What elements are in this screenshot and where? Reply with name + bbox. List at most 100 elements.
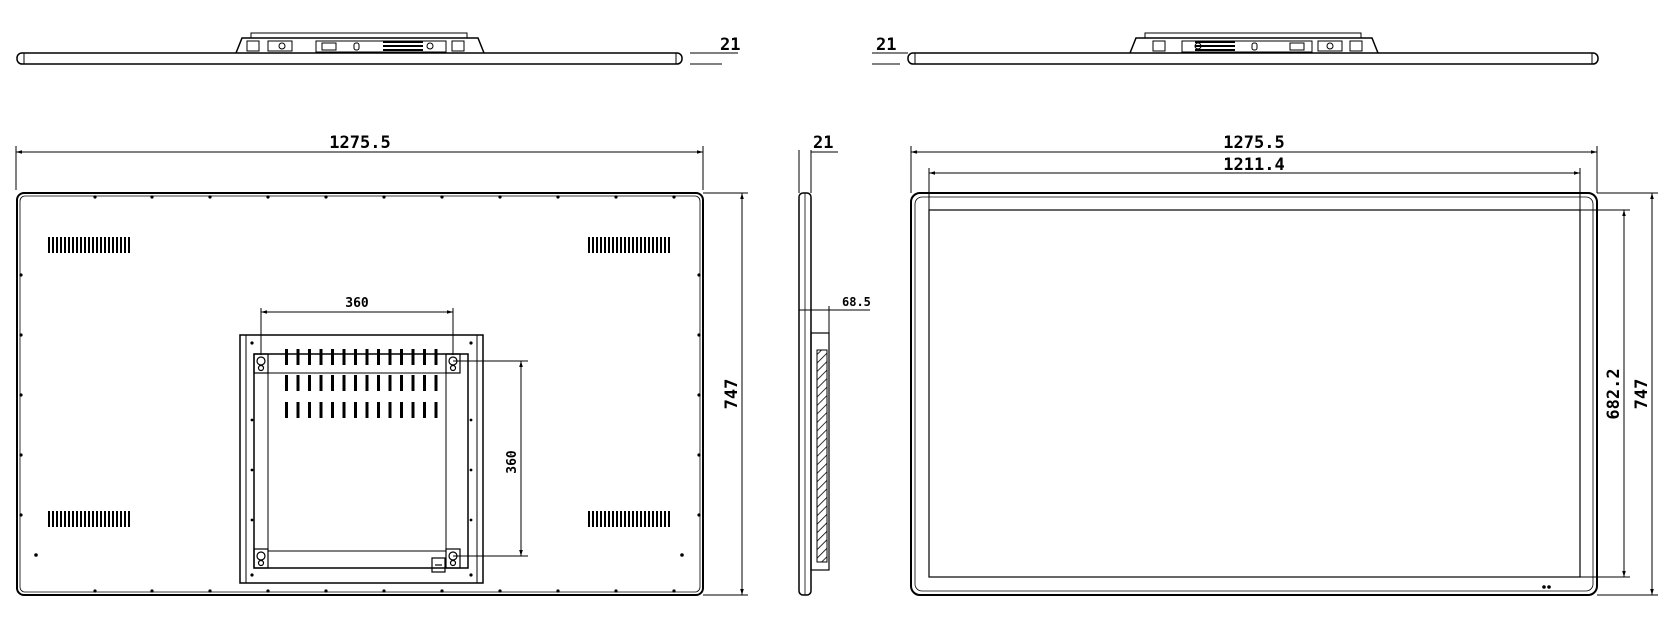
vent-slot: [624, 237, 626, 253]
vent-slot: [588, 237, 590, 253]
vent-slot: [124, 511, 126, 527]
vent-slot: [64, 237, 66, 253]
depth-label-top-right: 21: [876, 35, 896, 55]
vesa-slot: [377, 349, 380, 365]
vent-slot: [664, 511, 666, 527]
front-view: 1275.5 1211.4 682.2 747: [910, 133, 1658, 596]
vent-slot: [84, 237, 86, 253]
vesa-slot: [388, 402, 392, 418]
vent-slot: [56, 511, 58, 527]
vent-slot: [632, 237, 634, 253]
rear-width-label: 1275.5: [329, 133, 390, 153]
vent-slot: [104, 511, 106, 527]
vent-slot: [636, 511, 638, 527]
vent-slot: [668, 237, 670, 253]
vesa-h-label: 360: [345, 296, 369, 311]
side-view-hatch: [816, 349, 828, 563]
vesa-slot: [331, 375, 334, 391]
top-view-right-ports: [1152, 40, 1363, 53]
vent-slot: [88, 237, 90, 253]
vesa-slot: [354, 402, 357, 418]
vent-slot: [68, 237, 70, 253]
vent-slot: [112, 511, 114, 527]
vent-slot: [628, 237, 630, 253]
rear-height-label: 747: [722, 379, 742, 410]
vent-slot: [620, 237, 622, 253]
vent-slot: [636, 237, 638, 253]
vent-slot: [48, 237, 50, 253]
vent-slot: [604, 511, 606, 527]
side-view-bracket: [810, 332, 830, 571]
vesa-slot: [354, 349, 357, 365]
vent-slot: [588, 511, 590, 527]
vent-slot: [92, 511, 94, 527]
vent-slot: [592, 511, 594, 527]
vesa-slot: [377, 402, 380, 418]
vent-slot: [80, 237, 82, 253]
vesa-slot: [365, 402, 369, 418]
vesa-slot: [434, 375, 438, 391]
vesa-slot: [411, 375, 415, 391]
vent-slot: [644, 511, 646, 527]
vent-slot: [116, 511, 118, 527]
vent-slot: [116, 237, 118, 253]
vent-slot: [656, 511, 658, 527]
vesa-slot: [423, 349, 426, 365]
vent-slot: [100, 511, 102, 527]
vent-slot: [72, 237, 74, 253]
vent-slot: [600, 511, 602, 527]
vent-slot: [656, 237, 658, 253]
vent-slot: [96, 237, 98, 253]
vent-slot: [52, 511, 54, 527]
vesa-slot: [365, 349, 369, 365]
rear-vent-top-right: [588, 237, 670, 253]
vesa-plate-slots: [285, 349, 438, 418]
vesa-slot: [296, 402, 300, 418]
side-depth-label: 21: [813, 133, 833, 153]
vent-slot: [48, 511, 50, 527]
vesa-slot: [308, 402, 311, 418]
vesa-slot: [331, 349, 334, 365]
vent-slot: [100, 237, 102, 253]
vent-slot: [644, 237, 646, 253]
side-offset-label: 68.5: [842, 295, 871, 309]
vent-slot: [64, 511, 66, 527]
vent-slot: [652, 511, 654, 527]
vent-slot: [592, 237, 594, 253]
vent-slot: [80, 511, 82, 527]
vent-slot: [108, 237, 110, 253]
vent-slot: [648, 237, 650, 253]
vent-slot: [608, 237, 610, 253]
vent-slot: [624, 511, 626, 527]
top-view-left-ports: [246, 40, 465, 53]
vesa-slot: [285, 402, 288, 418]
vesa-slot: [377, 375, 380, 391]
vent-slot: [72, 511, 74, 527]
vesa-slot: [308, 375, 311, 391]
vent-slot: [108, 511, 110, 527]
vesa-slot: [354, 375, 357, 391]
vent-slot: [120, 511, 122, 527]
vent-slot: [600, 237, 602, 253]
vesa-slot: [342, 375, 346, 391]
vesa-v-label: 360: [505, 450, 520, 474]
vesa-slot: [400, 349, 403, 365]
vent-slot: [604, 237, 606, 253]
vent-slot: [668, 511, 670, 527]
vesa-slot: [296, 375, 300, 391]
depth-label-top-left: 21: [720, 35, 740, 55]
side-view: 21 68.5: [798, 133, 871, 596]
vesa-plate-bolts: [250, 341, 473, 577]
vesa-slot: [331, 402, 334, 418]
vent-slot: [52, 237, 54, 253]
vent-slot: [664, 237, 666, 253]
top-view-left-bracket-top: [250, 32, 468, 39]
top-view-left: 21: [16, 32, 740, 65]
rear-vent-bottom-right: [588, 511, 670, 527]
top-view-right-body: [907, 52, 1599, 65]
vent-slot: [612, 511, 614, 527]
vent-slot: [124, 237, 126, 253]
vent-slot: [60, 237, 62, 253]
vesa-slot: [308, 349, 311, 365]
